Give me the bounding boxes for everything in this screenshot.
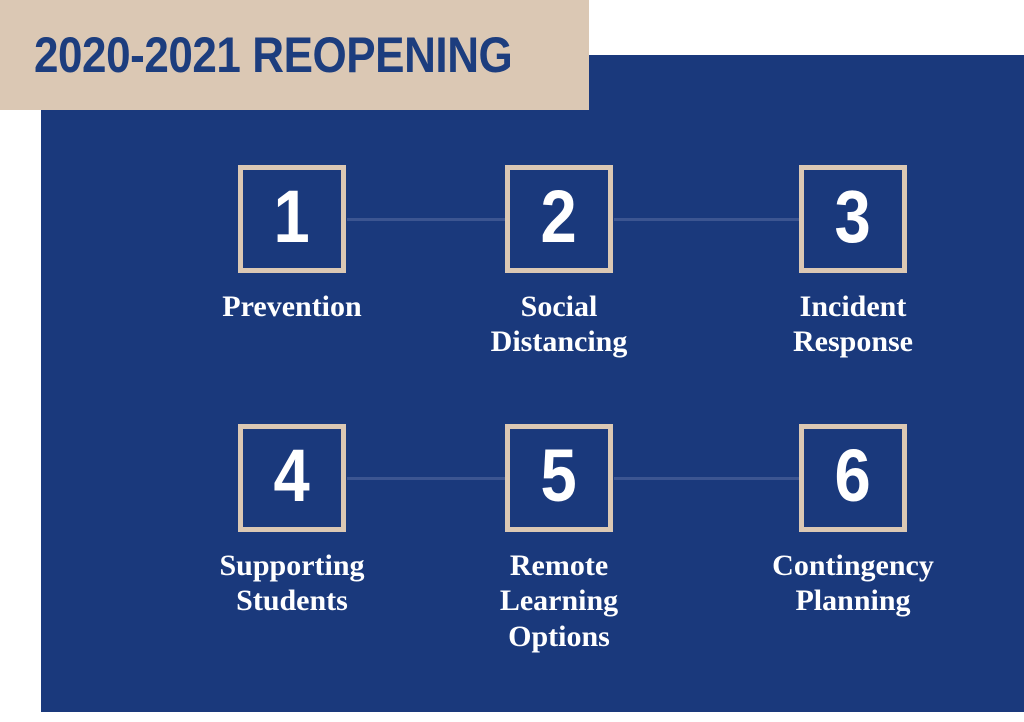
step-label-2: Social Distancing xyxy=(490,290,628,359)
navy-background-panel xyxy=(41,55,1024,712)
step-number-3: 3 xyxy=(834,175,872,258)
step-item-1[interactable]: 1 Prevention xyxy=(182,165,402,324)
page-title: 2020-2021 REOPENING xyxy=(34,27,513,83)
title-banner: 2020-2021 REOPENING xyxy=(0,0,589,110)
connector-line-1-2 xyxy=(347,218,507,221)
step-item-3[interactable]: 3 Incident Response xyxy=(743,165,963,360)
step-item-5[interactable]: 5 Remote Learning Options xyxy=(449,424,669,654)
step-number-box-4[interactable]: 4 xyxy=(238,424,346,532)
connector-line-5-6 xyxy=(614,477,800,480)
step-label-6: Contingency Planning xyxy=(772,549,934,618)
step-label-4: Supporting Students xyxy=(219,549,365,618)
step-number-2: 2 xyxy=(540,175,578,258)
step-item-6[interactable]: 6 Contingency Planning xyxy=(743,424,963,619)
step-item-2[interactable]: 2 Social Distancing xyxy=(449,165,669,360)
step-number-5: 5 xyxy=(540,434,578,517)
step-label-5: Remote Learning Options xyxy=(499,549,619,653)
connector-line-4-5 xyxy=(347,477,507,480)
step-number-box-2[interactable]: 2 xyxy=(505,165,613,273)
step-label-1: Prevention xyxy=(222,290,362,323)
step-label-3: Incident Response xyxy=(792,290,913,359)
step-number-box-5[interactable]: 5 xyxy=(505,424,613,532)
step-number-box-3[interactable]: 3 xyxy=(799,165,907,273)
step-item-4[interactable]: 4 Supporting Students xyxy=(182,424,402,619)
step-number-1: 1 xyxy=(273,175,311,258)
step-number-box-6[interactable]: 6 xyxy=(799,424,907,532)
step-number-box-1[interactable]: 1 xyxy=(238,165,346,273)
step-number-4: 4 xyxy=(273,434,311,517)
step-number-6: 6 xyxy=(834,434,872,517)
connector-line-2-3 xyxy=(614,218,800,221)
